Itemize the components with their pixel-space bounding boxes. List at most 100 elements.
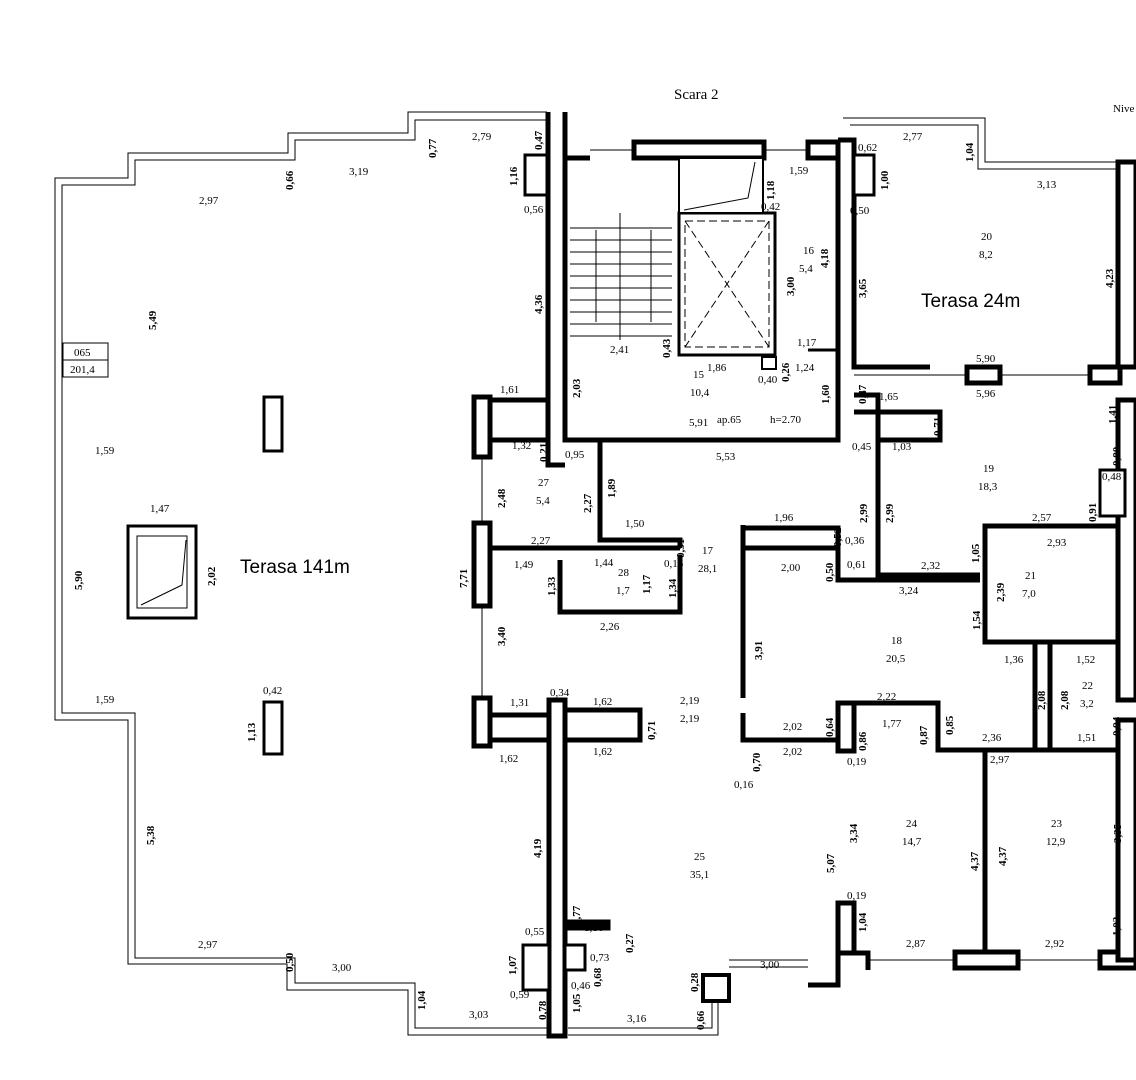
dimension-label: 1,77 <box>882 718 902 730</box>
dimension-label: 5,91 <box>689 417 708 429</box>
dimension-label: 5,49 <box>147 310 159 330</box>
dimension-label: 4,36 <box>533 294 545 314</box>
room-num: 21 <box>1025 570 1036 582</box>
room-num: 19 <box>983 463 995 475</box>
dimension-label: 3,13 <box>1037 179 1057 191</box>
dimension-label: 0,45 <box>852 441 872 453</box>
dimension-label: 1,33 <box>546 576 558 596</box>
dimension-label: 0,42 <box>263 685 282 697</box>
dimension-label: 3,03 <box>469 1009 489 1021</box>
dimension-label: 0,19 <box>847 890 867 902</box>
room-num: 23 <box>1051 818 1063 830</box>
exterior-walls <box>471 137 1136 1039</box>
dimension-label: 0,55 <box>525 926 545 938</box>
terrace-big-label: Terasa 141m <box>240 557 350 578</box>
dimension-label: 1,54 <box>971 610 983 630</box>
dimension-label: 0,61 <box>847 559 866 571</box>
dimension-label: 3,00 <box>785 276 797 296</box>
room-num: 24 <box>906 818 918 830</box>
dimension-label: 0,68 <box>592 967 604 987</box>
room-area: 3,2 <box>1080 698 1094 710</box>
dimension-label: 3,40 <box>496 626 508 646</box>
room-area: 8,2 <box>979 249 993 261</box>
dimension-label: 0,59 <box>510 989 530 1001</box>
dimension-label: 1,96 <box>774 512 794 524</box>
dimension-label: 1,86 <box>707 362 727 374</box>
dimension-label: 2,02 <box>783 721 802 733</box>
dimension-label: 1,31 <box>510 697 529 709</box>
dimension-label: 0,47 <box>857 384 869 404</box>
dimension-label: 3,00 <box>760 959 780 971</box>
dimension-label: 0,71 <box>646 721 658 740</box>
dimension-label: 0,28 <box>689 972 701 992</box>
dimension-label: 0,36 <box>845 535 865 547</box>
room-area: 28,1 <box>698 563 717 575</box>
room-area: 5,4 <box>799 263 813 275</box>
room-area: 10,4 <box>690 387 710 399</box>
dimension-label: 1,49 <box>514 559 534 571</box>
dimension-label: 2,32 <box>921 560 940 572</box>
dimension-label: 1,17 <box>641 574 653 594</box>
dimension-label: 0,48 <box>1102 471 1122 483</box>
room-area: 1,7 <box>616 585 630 597</box>
room-labels: 15 10,4 16 5,4 17 28,1 18 20,5 19 18,3 2… <box>536 231 1094 881</box>
dimension-label: 0,16 <box>664 558 684 570</box>
dimension-label: 2,41 <box>610 344 629 356</box>
dimension-label: 1,41 <box>1107 405 1119 424</box>
dimension-label: 3,35 <box>1112 823 1124 843</box>
dimension-label: 1,04 <box>964 142 976 162</box>
room-num: 20 <box>981 231 993 243</box>
dimension-label: 0,21 <box>538 443 550 462</box>
dimension-label: 1,05 <box>571 993 583 1013</box>
dimension-label: 2,87 <box>906 938 926 950</box>
dimension-label: 2,27 <box>582 493 594 513</box>
dimension-label: 1,62 <box>593 696 612 708</box>
dimension-label: 0,51 <box>675 539 687 558</box>
dimension-label: 0,64 <box>824 717 836 737</box>
dimension-label: 2,92 <box>1045 938 1064 950</box>
room-num: 18 <box>891 635 903 647</box>
apartment-tag: 065 201,4 <box>62 342 109 378</box>
dimension-label: 1,00 <box>879 170 891 190</box>
dimension-label: 0,71 <box>932 417 944 436</box>
dimension-label: 2,26 <box>600 621 620 633</box>
dimension-label: 2,08 <box>1036 690 1048 710</box>
skylight <box>126 524 198 620</box>
dimension-label: 0,16 <box>734 779 754 791</box>
dimension-label: 1,04 <box>416 990 428 1010</box>
dimension-label: 1,02 <box>1111 916 1123 936</box>
dimension-label: 2,19 <box>680 713 700 725</box>
dimension-label: 7,71 <box>458 569 470 588</box>
dimension-label: 0,46 <box>571 980 591 992</box>
dimension-label: 5,53 <box>716 451 736 463</box>
dimension-label: 4,19 <box>532 838 544 858</box>
dimension-label: 0,73 <box>590 952 610 964</box>
room-num: 22 <box>1082 680 1093 692</box>
dimension-label: 1,59 <box>95 445 115 457</box>
dimension-label: 0,42 <box>761 201 780 213</box>
dimension-label: 3,34 <box>848 823 860 843</box>
dimension-label: 2,27 <box>531 535 551 547</box>
dimension-label: 1,62 <box>499 753 518 765</box>
room-area: 20,5 <box>886 653 906 665</box>
dimension-label: 2,79 <box>472 131 492 143</box>
dimension-label: 1,59 <box>95 694 115 706</box>
room-area: 18,3 <box>978 481 998 493</box>
dimension-label: 3,65 <box>857 278 869 298</box>
dimension-label: 1,65 <box>879 391 899 403</box>
dimension-label: 4,37 <box>969 851 981 871</box>
terrace-parapet <box>54 111 1120 1036</box>
dimension-label: 0,56 <box>524 204 544 216</box>
dimension-label: 0,66 <box>284 170 296 190</box>
dimension-label: 1,24 <box>795 362 815 374</box>
dimension-label: 1,34 <box>667 578 679 598</box>
dimension-label: 0,85 <box>944 715 956 735</box>
dimension-label: 2,00 <box>781 562 801 574</box>
dimension-label: 1,36 <box>1004 654 1024 666</box>
dimension-label: 0,27 <box>624 933 636 953</box>
dimension-label: 1,04 <box>857 912 869 932</box>
dimension-label: 0,78 <box>537 1000 549 1020</box>
dimension-label: 5,38 <box>145 825 157 845</box>
dimension-label: 0,50 <box>284 952 296 972</box>
dimension-label: 2,48 <box>496 488 508 508</box>
